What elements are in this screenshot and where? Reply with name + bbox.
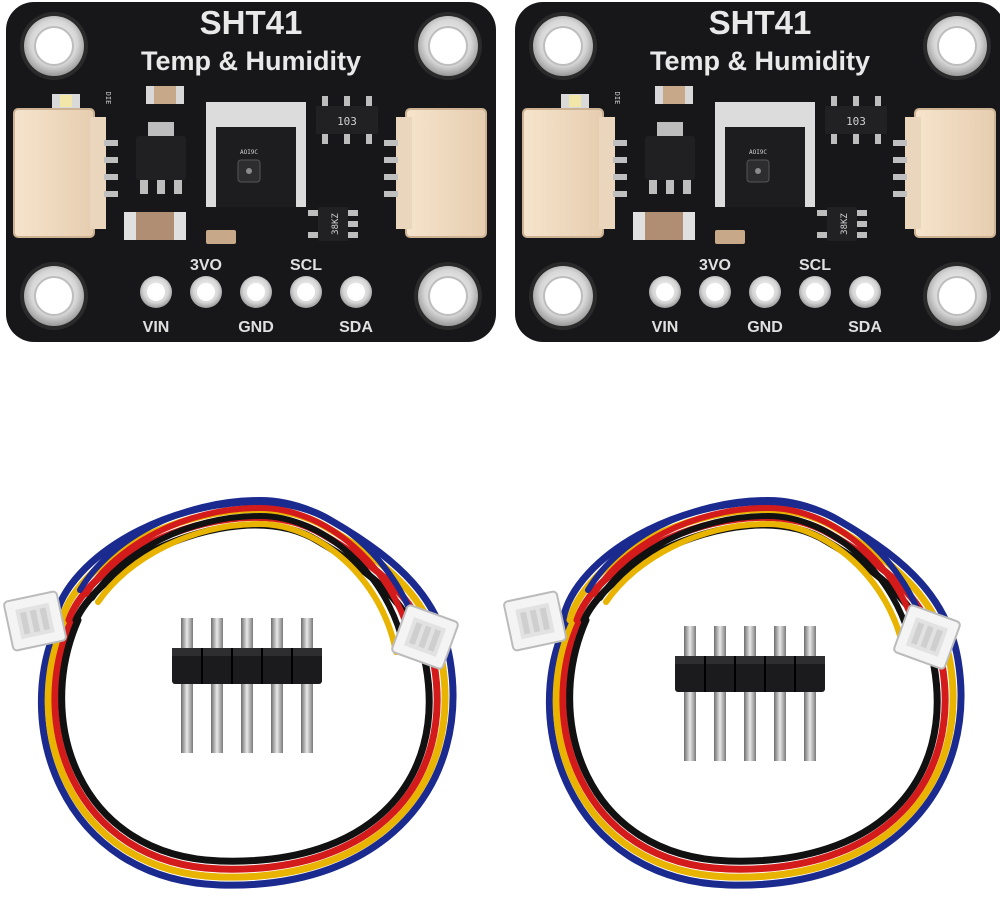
- board-title: SHT41: [200, 4, 303, 41]
- pin-label-3vo: 3VO: [190, 257, 222, 274]
- pin-header-left: [171, 617, 323, 754]
- chip-code-38kz: 38KZ: [840, 213, 850, 235]
- pin-label-scl: SCL: [290, 257, 322, 274]
- pin-label-vin: VIN: [652, 319, 679, 336]
- sht41-board-right: SHT41 Temp & Humidity 3VO SCL VIN GND SD…: [514, 1, 1000, 343]
- pin-label-3vo: 3VO: [699, 257, 731, 274]
- pin-label-gnd: GND: [747, 319, 783, 336]
- sht41-board-left: SHT41 Temp & Humidity 3VO SCL VIN GND SD…: [5, 1, 497, 343]
- board-subtitle: Temp & Humidity: [141, 46, 361, 76]
- mark-die: DIE: [104, 92, 112, 105]
- qwiic-cable-right: [502, 500, 961, 885]
- chip-code-103: 103: [846, 115, 866, 128]
- pin-label-vin: VIN: [143, 319, 170, 336]
- pin-label-sda: SDA: [339, 319, 373, 336]
- mark-sensor: AOI9C: [749, 149, 767, 156]
- pin-label-gnd: GND: [238, 319, 274, 336]
- pin-label-scl: SCL: [799, 257, 831, 274]
- chip-code-103: 103: [337, 115, 357, 128]
- pin-label-sda: SDA: [848, 319, 882, 336]
- mark-die: DIE: [613, 92, 621, 105]
- board-subtitle: Temp & Humidity: [650, 46, 870, 76]
- mark-sensor: AOI9C: [240, 149, 258, 156]
- qwiic-cable-left: [2, 500, 460, 885]
- board-title: SHT41: [709, 4, 812, 41]
- pin-header-right: [674, 625, 826, 762]
- chip-code-38kz: 38KZ: [331, 213, 341, 235]
